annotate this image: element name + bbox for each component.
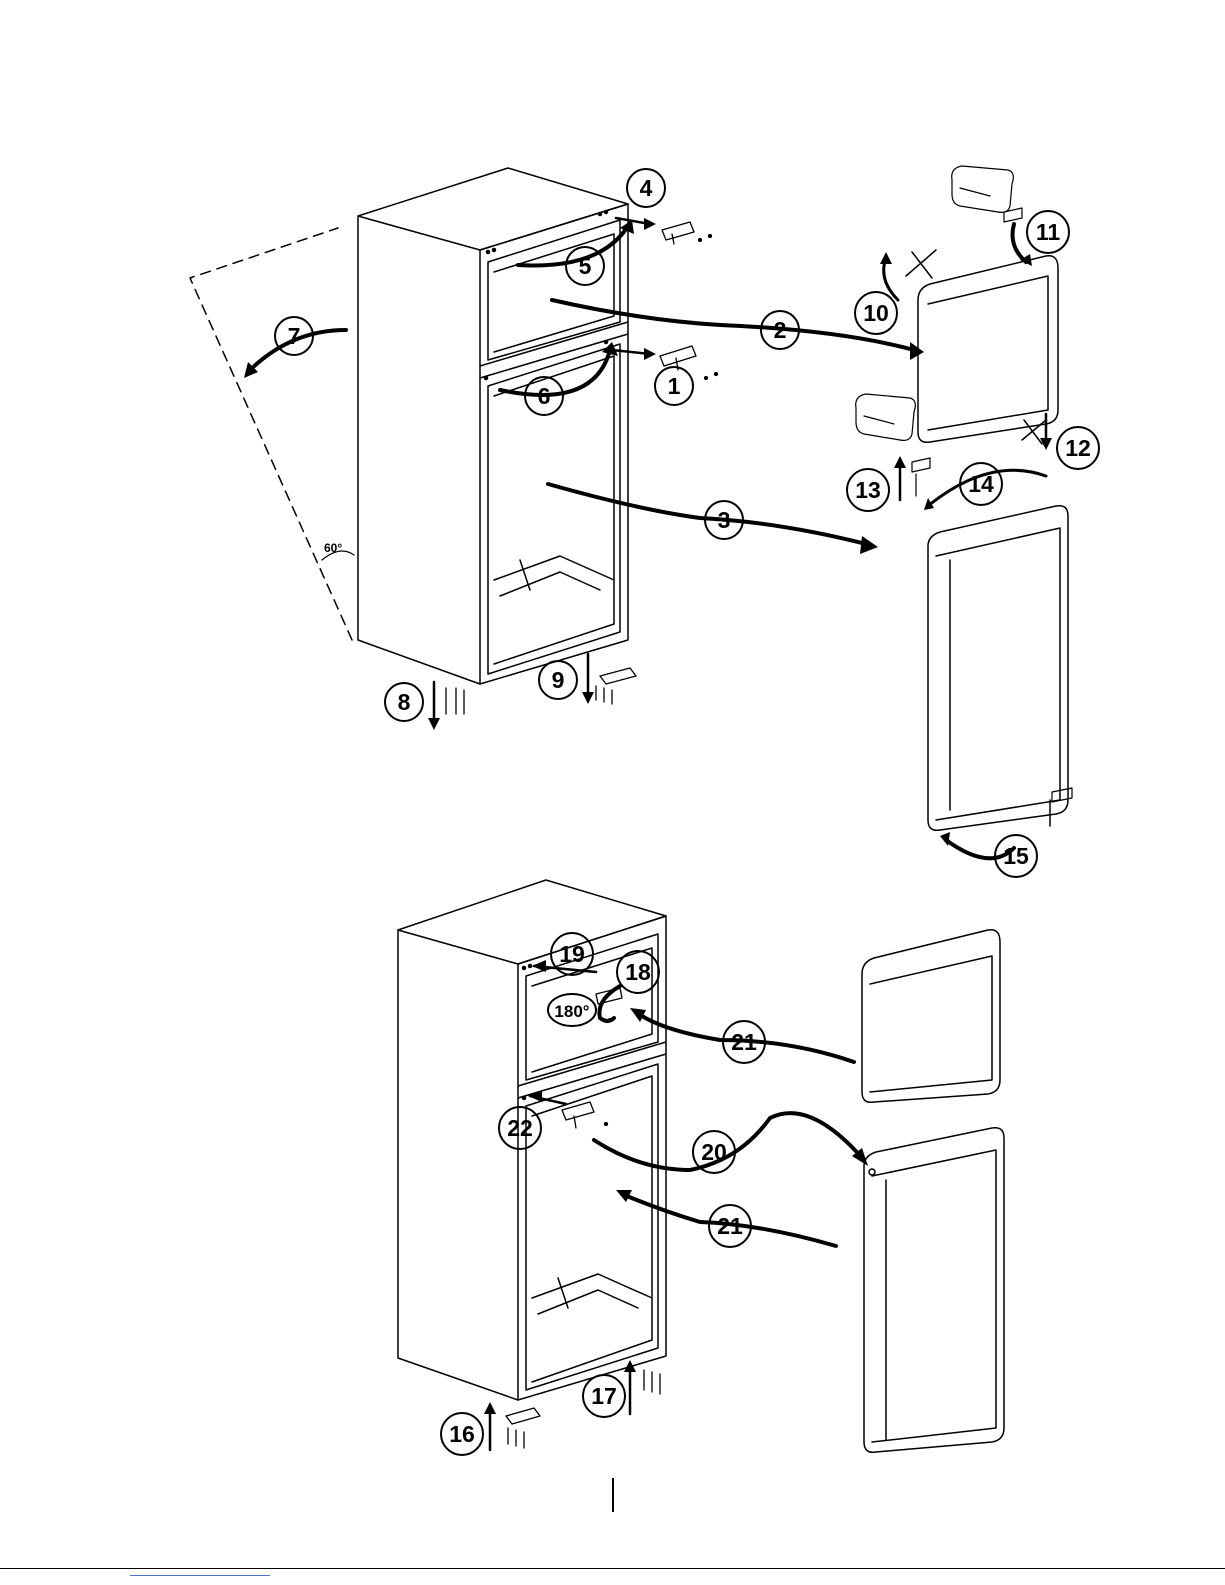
svg-text:21: 21	[717, 1213, 743, 1239]
parts-bag-icon	[952, 166, 1014, 212]
svg-text:9: 9	[552, 667, 565, 693]
remove-cross-icon	[906, 250, 1046, 444]
svg-text:20: 20	[701, 1139, 727, 1165]
step-12-marker: 12	[1057, 427, 1099, 469]
thin-arrowheads-top	[428, 438, 1052, 730]
hinge-bottom-illustration	[506, 988, 660, 1448]
parts-bag-icon	[856, 394, 916, 440]
footer-link-underline[interactable]	[130, 1575, 270, 1576]
freezer-door-top	[918, 256, 1058, 443]
angle-labels: 60° 180°	[324, 541, 596, 1026]
svg-text:19: 19	[559, 941, 585, 967]
freezer-door-bottom	[862, 930, 1000, 1103]
step-8-marker: 8	[385, 683, 423, 721]
svg-text:16: 16	[449, 1421, 475, 1447]
step-5-marker: 5	[566, 247, 604, 285]
step-17-marker: 17	[583, 1375, 625, 1417]
top-hinge	[662, 222, 712, 244]
fridge-door-top	[928, 506, 1068, 831]
arrows-top	[248, 224, 1046, 858]
svg-text:21: 21	[731, 1029, 757, 1055]
step-16-marker: 16	[441, 1413, 483, 1455]
step-4-marker: 4	[627, 169, 665, 207]
svg-text:13: 13	[855, 477, 881, 503]
step-10-marker: 10	[855, 292, 897, 334]
svg-text:11: 11	[1036, 219, 1061, 245]
tilt-angle-label: 60°	[324, 541, 342, 555]
page-mark	[612, 1478, 614, 1512]
svg-text:18: 18	[625, 959, 651, 985]
step-9-marker: 9	[539, 661, 577, 699]
svg-text:22: 22	[507, 1115, 533, 1141]
fridge-door-bottom	[864, 1128, 1004, 1453]
svg-text:7: 7	[288, 323, 301, 349]
step-22-marker: 22	[499, 1107, 541, 1149]
thin-arrows-bottom	[490, 966, 630, 1450]
fridge-body-top	[190, 168, 628, 684]
svg-text:14: 14	[968, 471, 994, 497]
svg-text:6: 6	[538, 383, 551, 409]
footer-rule	[0, 1568, 1225, 1569]
svg-text:15: 15	[1003, 843, 1029, 869]
svg-text:12: 12	[1065, 435, 1091, 461]
svg-text:2: 2	[774, 317, 787, 343]
step-14-marker: 14	[960, 463, 1002, 505]
step-1-marker: 1	[655, 367, 693, 405]
rotate-angle-label: 180°	[554, 1002, 589, 1021]
svg-text:1: 1	[668, 373, 681, 399]
step-20-marker: 20	[693, 1131, 735, 1173]
svg-text:10: 10	[863, 300, 889, 326]
arrowheads-bottom	[484, 960, 868, 1414]
bottom-hinge	[446, 668, 636, 714]
svg-text:8: 8	[398, 689, 411, 715]
svg-text:5: 5	[579, 253, 592, 279]
svg-text:4: 4	[640, 175, 653, 201]
arrowheads-top	[244, 218, 1032, 846]
step-11-marker: 11	[1027, 211, 1069, 253]
step-13-marker: 13	[847, 469, 889, 511]
arrows-bottom	[594, 986, 864, 1246]
svg-text:17: 17	[591, 1383, 617, 1409]
svg-text:3: 3	[718, 507, 731, 533]
